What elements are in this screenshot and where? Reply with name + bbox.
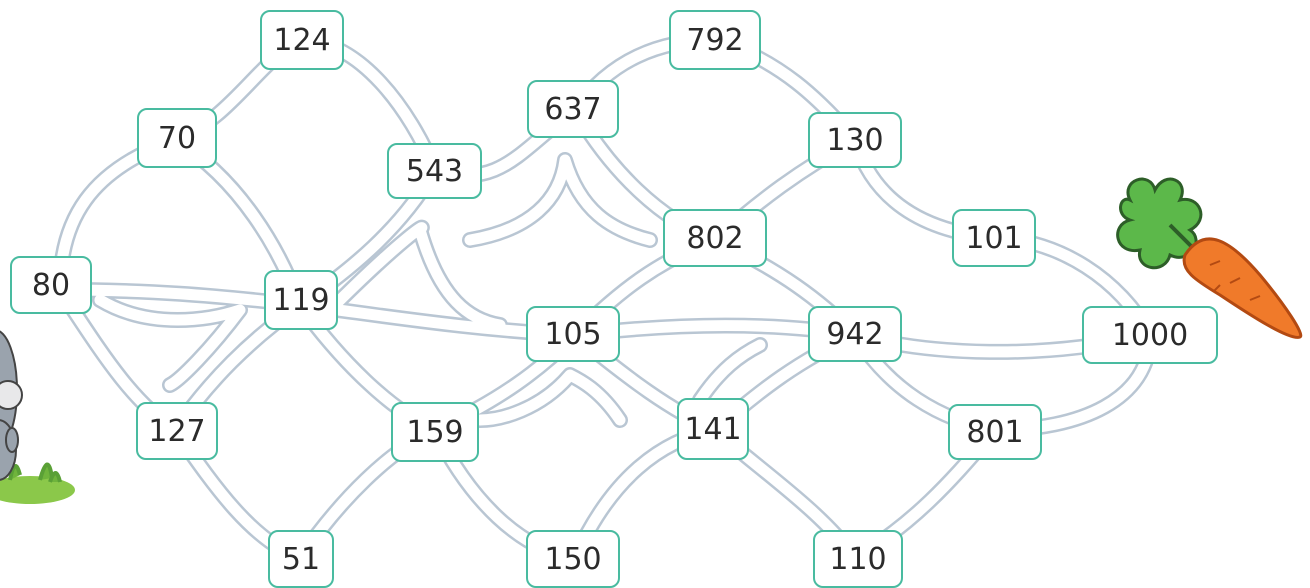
number-box-543[interactable]: 543 xyxy=(387,143,482,199)
number-box-124[interactable]: 124 xyxy=(260,10,344,70)
number-label: 942 xyxy=(826,316,884,352)
number-label: 119 xyxy=(272,282,330,318)
number-box-51[interactable]: 51 xyxy=(268,530,334,588)
number-box-159[interactable]: 159 xyxy=(391,402,479,462)
number-label: 101 xyxy=(965,220,1023,256)
number-box-141[interactable]: 141 xyxy=(677,398,749,460)
number-label: 124 xyxy=(273,22,331,58)
number-label: 127 xyxy=(148,413,206,449)
number-box-792[interactable]: 792 xyxy=(669,10,761,70)
number-label: 159 xyxy=(406,414,464,450)
number-label: 110 xyxy=(829,541,887,577)
number-label: 80 xyxy=(31,267,71,303)
number-box-637[interactable]: 637 xyxy=(527,80,619,138)
number-box-105[interactable]: 105 xyxy=(526,306,620,362)
number-label: 543 xyxy=(405,153,464,189)
rabbit-icon xyxy=(0,330,75,504)
number-box-130[interactable]: 130 xyxy=(808,112,902,168)
number-box-70[interactable]: 70 xyxy=(137,108,217,168)
number-box-942[interactable]: 942 xyxy=(808,306,902,362)
number-label: 801 xyxy=(966,414,1024,450)
number-label: 1000 xyxy=(1111,317,1189,353)
number-label: 637 xyxy=(544,91,602,127)
number-label: 70 xyxy=(157,120,197,156)
number-label: 105 xyxy=(544,316,602,352)
number-label: 150 xyxy=(544,541,602,577)
number-box-802[interactable]: 802 xyxy=(663,209,767,267)
number-label: 802 xyxy=(686,220,744,256)
number-box-80[interactable]: 80 xyxy=(10,256,92,314)
number-label: 51 xyxy=(281,541,321,577)
number-box-127[interactable]: 127 xyxy=(136,402,218,460)
carrot-icon xyxy=(1116,177,1303,339)
number-box-110[interactable]: 110 xyxy=(813,530,903,588)
number-box-101[interactable]: 101 xyxy=(952,209,1036,267)
number-label: 792 xyxy=(686,22,744,58)
number-box-801[interactable]: 801 xyxy=(948,404,1042,460)
number-box-1000[interactable]: 1000 xyxy=(1082,306,1218,364)
number-label: 141 xyxy=(684,411,742,447)
number-label: 130 xyxy=(826,122,884,158)
number-box-119[interactable]: 119 xyxy=(264,270,338,330)
number-box-150[interactable]: 150 xyxy=(526,530,620,588)
